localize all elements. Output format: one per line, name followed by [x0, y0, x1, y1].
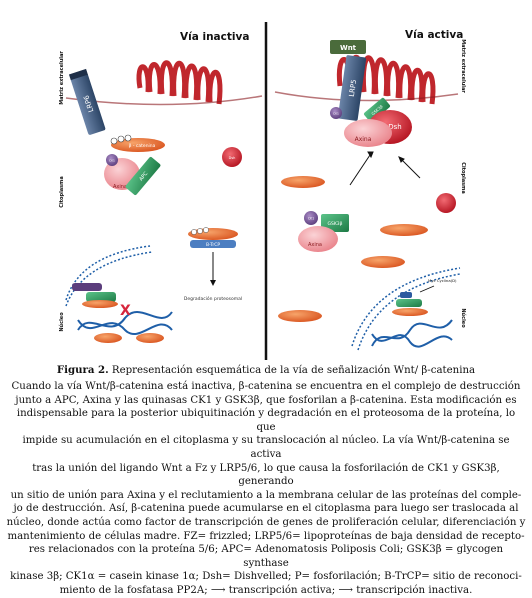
caption-title: Figura 2. Representación esquemática de …	[6, 363, 526, 378]
figure-caption: Figura 2. Representación esquemática de …	[6, 363, 526, 598]
ck1-lower-label: CK1	[308, 217, 314, 221]
destruction-complex-left: β - catenina Axina APC CK1	[104, 134, 165, 196]
beta-catenin-free-2	[380, 224, 428, 236]
caption-line: miento de la fosfatasa PP2A; ⟶ transcrip…	[59, 584, 473, 596]
nucleus-right: Myc Cyclina(D)	[351, 267, 461, 351]
axina-label-right: Axina	[355, 136, 372, 143]
axina-label-left: Axina	[113, 184, 127, 190]
block-mark: X	[120, 303, 131, 319]
membrane-right	[274, 91, 459, 102]
wnt-pathway-figure: Vía inactiva Matriz extracelular Citopla…	[58, 22, 467, 360]
caption-line: tras la unión del ligando Wnt a Fz y LRP…	[32, 462, 500, 488]
ck1-label-right: CK1	[333, 112, 339, 116]
right-panel-title: Vía activa	[405, 29, 463, 41]
btrcp-complex: B-TrCP Degradación proteosomal	[184, 227, 242, 302]
wnt-ligand	[330, 40, 366, 54]
left-panel-title: Vía inactiva	[180, 31, 249, 43]
dsh-label-right: Dsh	[388, 123, 401, 131]
left-side-label-bottom: Núcleo	[58, 312, 65, 332]
myc-cyclin-label: Myc Cyclina(D)	[428, 278, 457, 283]
degradation-label: Degradación proteosomal	[184, 295, 242, 302]
caption-line: mantenimiento de células madre. FZ= friz…	[7, 530, 525, 542]
caption-line: impide su acumulación en el citoplasma y…	[22, 435, 510, 460]
nucleus-left: X	[65, 245, 173, 343]
right-side-label-mid: Citoplasma	[460, 162, 466, 193]
left-side-label-top: Matriz extracelular	[59, 51, 65, 105]
beta-catenin-free-4	[278, 310, 322, 322]
caption-title-text: Representación esquemática de la vía de …	[111, 365, 476, 376]
apc-label: APC	[138, 171, 149, 183]
caption-line: núcleo, donde actúa como factor de trans…	[6, 516, 526, 528]
caption-line: kinase 3β; CK1α = casein kinase 1α; Dsh=…	[10, 571, 522, 583]
membrane-complex-right: CK1 GSK3β Dsh Axina	[330, 97, 412, 147]
gsk-lower-label: GSK3β	[327, 221, 342, 227]
right-side-label-bottom: Núcleo	[460, 308, 467, 328]
dsh-free-right	[436, 193, 456, 213]
beta-catenin-free-1	[281, 176, 325, 188]
dsh-free-left	[222, 147, 242, 167]
right-panel: Vía activa Matriz extracelular Citoplasm…	[274, 29, 467, 351]
caption-label: Figura 2.	[56, 364, 109, 376]
caption-line: un sitio de unión para Axina y el reclut…	[10, 489, 522, 501]
dsh-free-left-label: Dsh	[229, 156, 236, 160]
caption-body: Cuando la vía Wnt/β-catenina está inacti…	[6, 380, 526, 598]
left-side-label-mid: Citoplasma	[59, 176, 65, 207]
lower-complex-right: CK1 GSK3β Axina	[298, 211, 349, 252]
caption-line: junto a APC, Axina y las quinasas CK1 y …	[15, 394, 517, 406]
lrp5-receptor: LRP5	[337, 55, 367, 121]
beta-catenin-label: β - catenina	[129, 143, 156, 149]
arrows-right	[349, 151, 421, 186]
lrp5-label: LRP5	[348, 79, 358, 97]
axina-lower-label: Axina	[308, 242, 322, 248]
right-side-label-top: Matriz extracelular	[460, 39, 466, 93]
caption-line: res relacionados con la proteína 5/6; AP…	[28, 544, 504, 569]
wnt-label: Wnt	[340, 44, 357, 52]
lrp6-receptor: LRP6	[68, 68, 106, 135]
left-panel: Vía inactiva Matriz extracelular Citopla…	[58, 31, 263, 343]
beta-catenin-free-3	[361, 256, 405, 268]
caption-line: Cuando la vía Wnt/β-catenina está inacti…	[11, 381, 521, 392]
btrcp-label: B-TrCP	[206, 242, 220, 248]
caption-line: jo de destrucción. Así, β-catenina puede…	[13, 503, 519, 515]
frizzled-receptor-left	[136, 60, 223, 105]
ck1-label-left: CK1	[109, 159, 115, 163]
caption-line: indispensable para la posterior ubiquiti…	[16, 408, 516, 433]
